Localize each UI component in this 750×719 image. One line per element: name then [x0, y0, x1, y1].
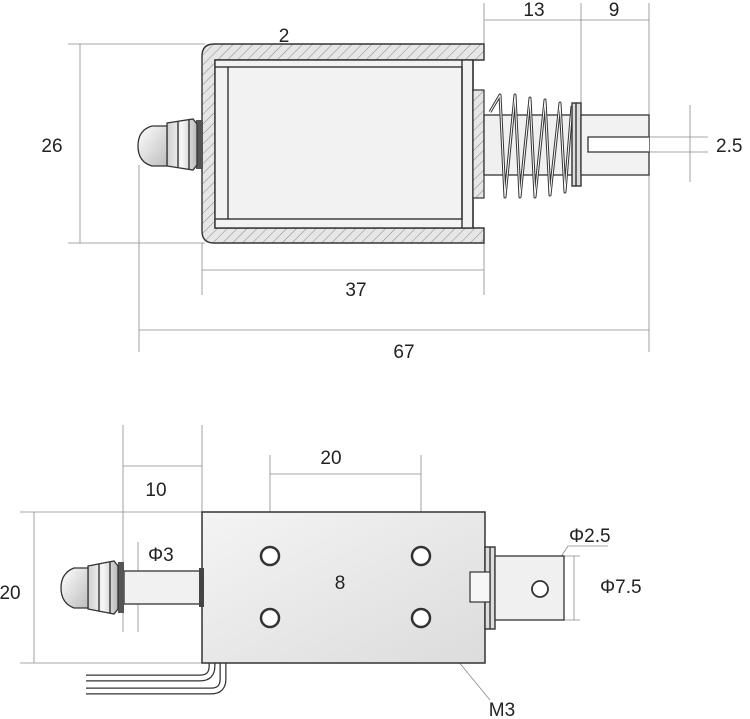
- dim-slot-2-5: 2.5: [716, 136, 742, 157]
- top-rear-nut: [87, 560, 119, 615]
- tip-slot: [587, 136, 649, 153]
- dim-tip-9: 9: [609, 0, 620, 21]
- top-rear-washer: [118, 562, 124, 613]
- front-boss: [472, 89, 485, 199]
- rear-nut: [166, 118, 198, 171]
- mounting-hole-bottom-right: [410, 607, 432, 629]
- mounting-hole-bottom-left: [259, 607, 281, 629]
- dim-hole-spacing-8: 8: [335, 573, 346, 594]
- side-view-dimension-lines: [68, 3, 708, 352]
- body-plate: [201, 511, 486, 664]
- mounting-hole-top-left: [259, 545, 281, 567]
- rear-plunger-washer-plate: [199, 568, 204, 607]
- dim-body-37: 37: [345, 280, 366, 301]
- dim-rear-10: 10: [145, 480, 166, 501]
- dim-wall-2: 2: [279, 26, 290, 47]
- rear-washer: [196, 120, 203, 169]
- rear-cap: [137, 125, 168, 167]
- rear-plunger-rod: [123, 570, 203, 605]
- dim-travel-13: 13: [523, 0, 544, 21]
- top-rear-cap: [60, 567, 89, 609]
- pin-hole: [531, 580, 549, 598]
- coil-winding: [227, 66, 463, 220]
- dim-thread-m3: M3: [489, 700, 515, 719]
- dim-height-20: 20: [0, 583, 21, 604]
- dim-plunger-dia-3: Φ3: [148, 545, 174, 566]
- dim-height-26: 26: [41, 136, 62, 157]
- side-view: 26 2 13 9 2.5 37 67: [41, 0, 742, 363]
- mounting-hole-top-right: [410, 545, 432, 567]
- dim-hole-spacing-20: 20: [320, 448, 341, 469]
- dim-tip-dia-7-5: Φ7.5: [600, 577, 642, 598]
- dim-pin-hole-2-5: Φ2.5: [569, 526, 611, 547]
- front-plunger: [494, 555, 565, 621]
- top-view: 10 20 Φ3 20 8 Φ2.5 Φ7.5 M3: [0, 425, 642, 719]
- front-plunger-inner: [469, 571, 491, 603]
- dim-total-67: 67: [393, 342, 414, 363]
- mounting-holes: [259, 545, 432, 629]
